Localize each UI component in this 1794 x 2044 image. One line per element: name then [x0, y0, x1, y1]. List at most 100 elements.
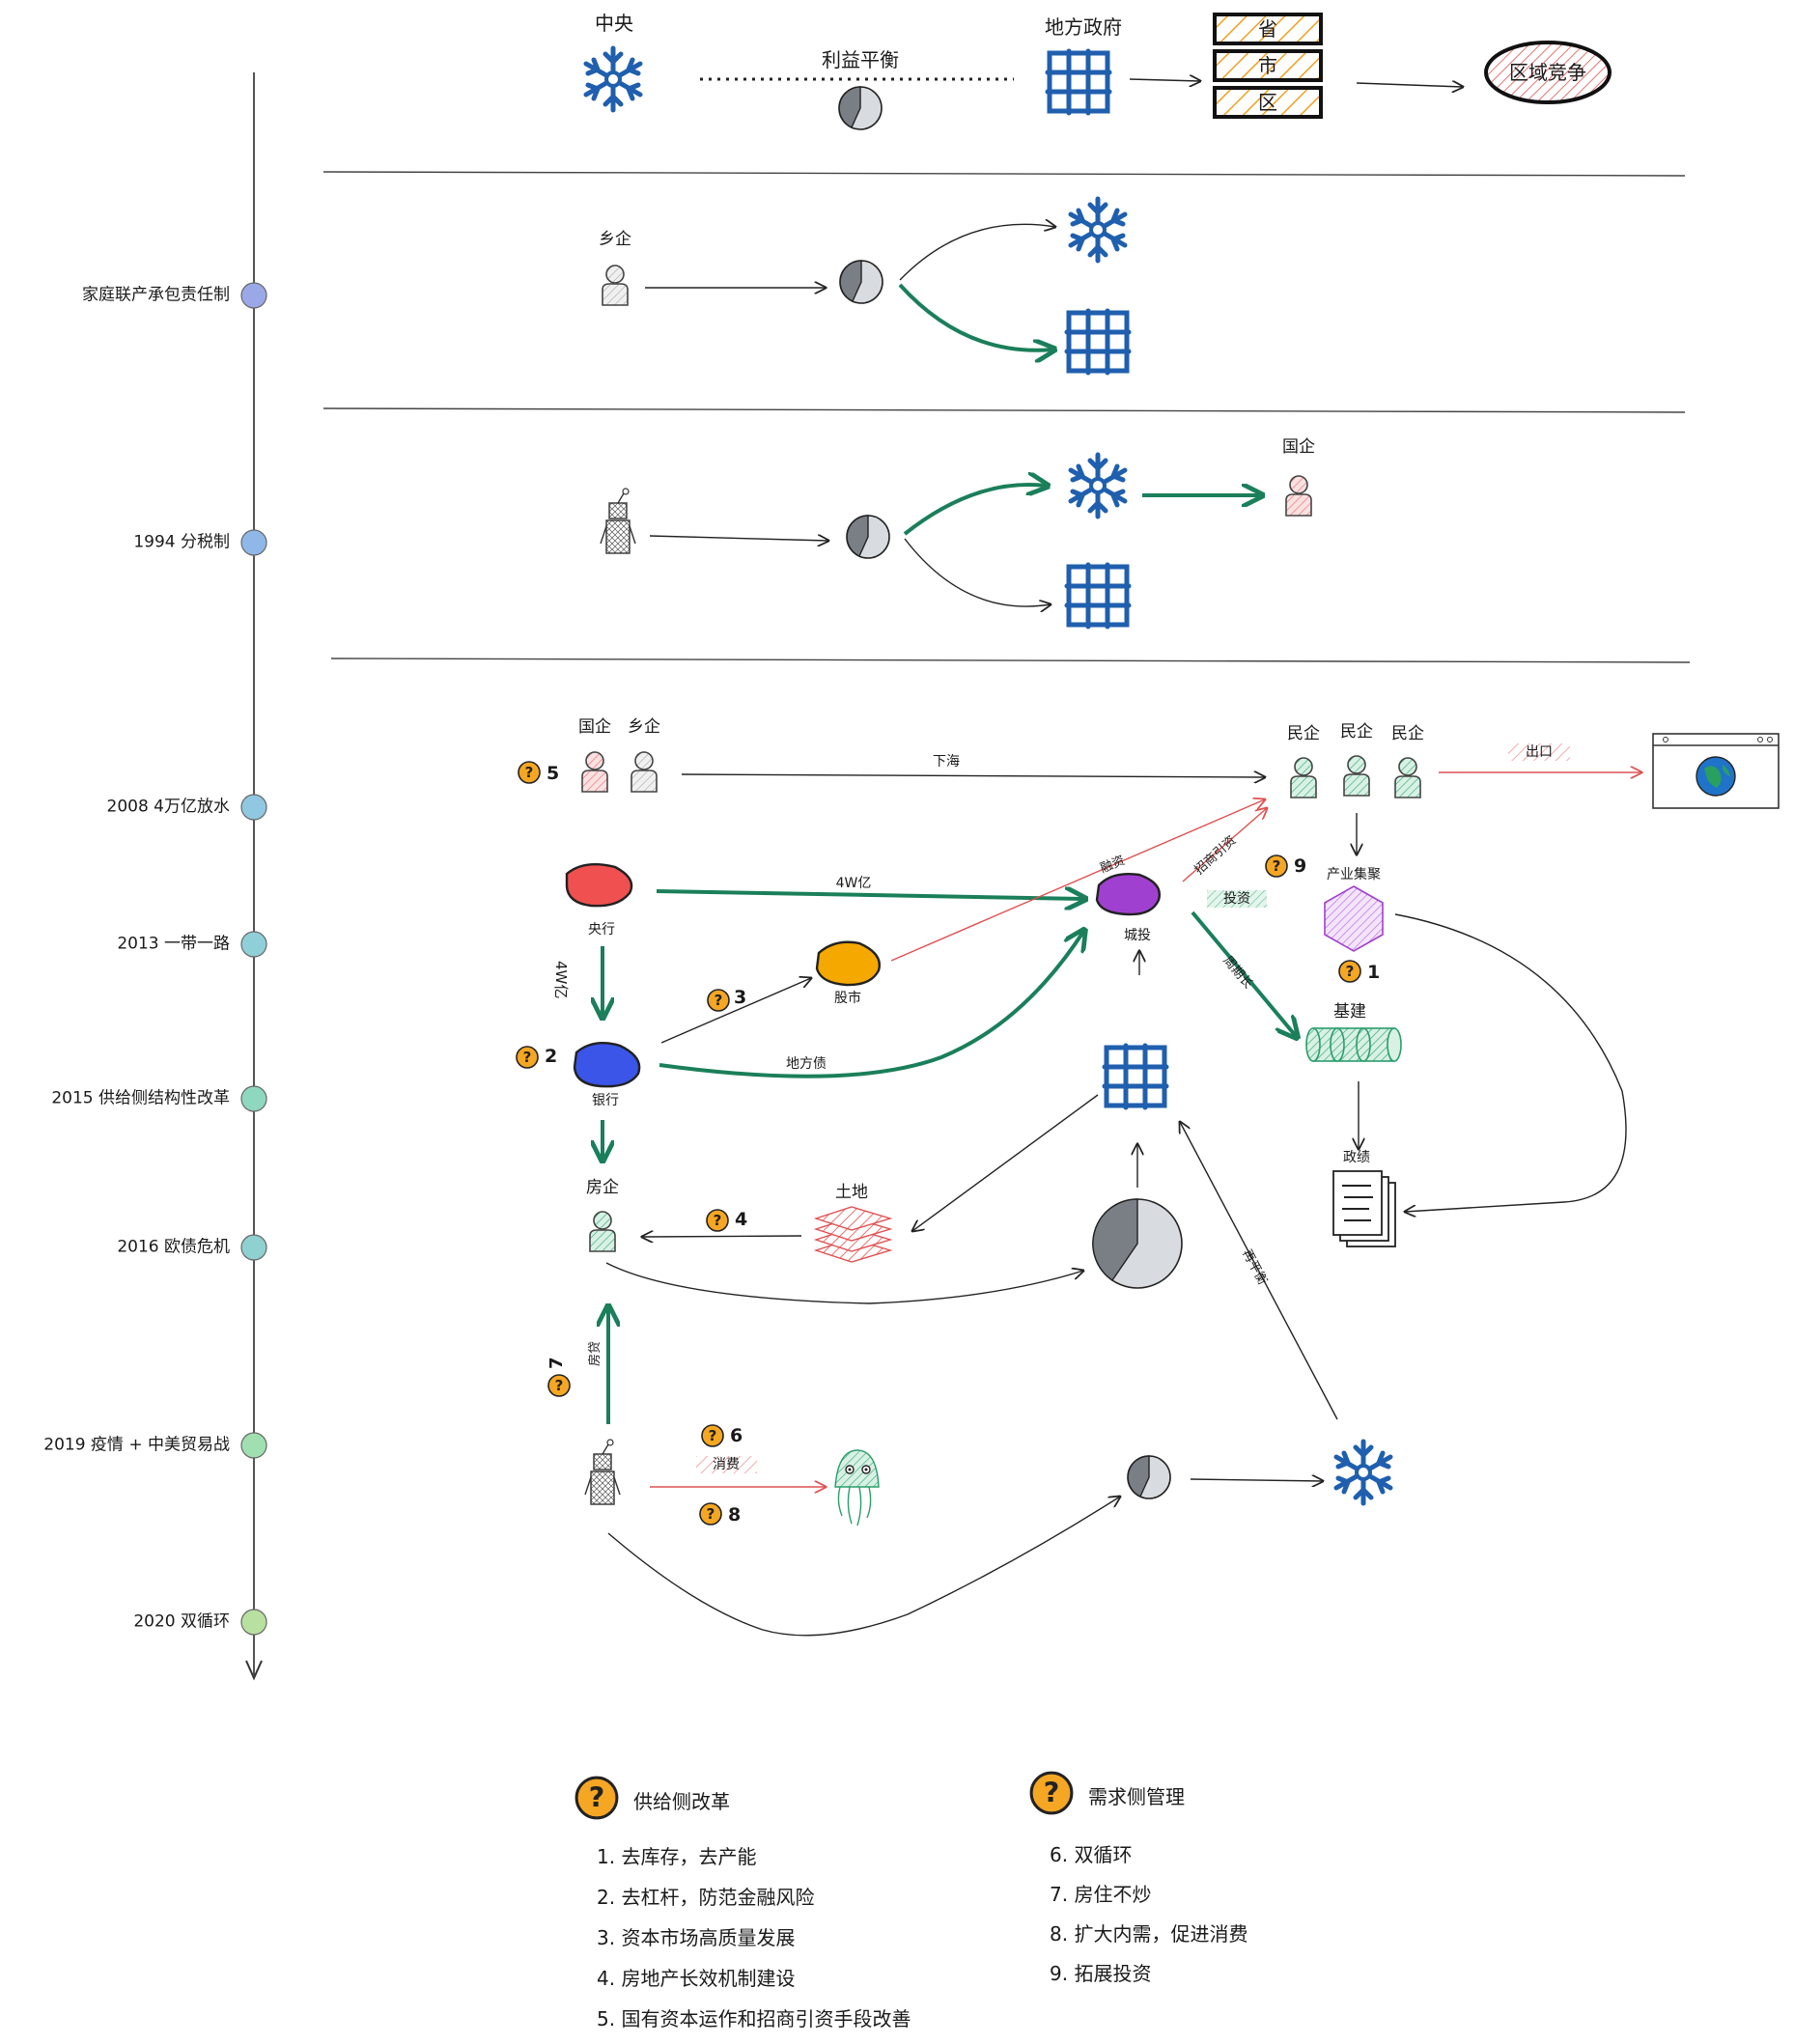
- timeline-label: 家庭联产承包责任制: [82, 285, 230, 305]
- legend-item: 5. 国有资本运作和招商引资手段改善: [597, 2007, 911, 2030]
- legend-item: 2. 去杠杆，防范金融风险: [597, 1886, 815, 1909]
- central-gov-icon: [586, 48, 640, 110]
- industry-cluster-label: 产业集聚: [1327, 867, 1381, 882]
- government-levels: [1213, 13, 1323, 119]
- main-section: [516, 733, 1780, 1637]
- bank-blob: [573, 1042, 641, 1088]
- question-badge-8: [699, 1502, 722, 1526]
- level-province-label: 省: [1258, 17, 1277, 41]
- timeline-node: [240, 1609, 267, 1636]
- regional-competition-label: 区域竞争: [1509, 61, 1586, 84]
- pie-icon: [1127, 1455, 1171, 1499]
- section-household-responsibility: [602, 199, 1129, 373]
- central-gov-label: 中央: [595, 12, 633, 35]
- private-enterprise-label: 民企: [1340, 722, 1373, 742]
- globe-window-icon: [1652, 733, 1780, 809]
- infrastructure-icon: [1305, 1027, 1402, 1062]
- question-number-5: 5: [547, 763, 560, 784]
- central-gov-icon: [1071, 199, 1125, 261]
- question-badge-9: [1265, 854, 1288, 878]
- question-number-7: 7: [547, 1357, 567, 1369]
- question-number-3: 3: [734, 987, 747, 1008]
- housing-loan-label: 房贷: [588, 1340, 603, 1366]
- bank-label: 银行: [592, 1093, 619, 1108]
- timeline-node: [240, 794, 267, 821]
- timeline-label: 2019 疫情 + 中美贸易战: [43, 1435, 230, 1455]
- township-enterprise-label: 乡企: [628, 717, 660, 737]
- local-gov-grid-icon: [1067, 565, 1129, 627]
- pie-icon: [838, 86, 883, 130]
- question-badge-1: [1338, 960, 1361, 983]
- pie-icon: [839, 260, 883, 304]
- interest-balance-label: 利益平衡: [822, 48, 899, 71]
- legend-item: 1. 去库存，去产能: [597, 1845, 757, 1868]
- big-pie-icon: [1092, 1198, 1183, 1289]
- land-stack-icon: [813, 1206, 893, 1263]
- achievement-label: 政绩: [1343, 1150, 1370, 1165]
- section-separators: [322, 171, 1691, 663]
- lgfv-blob: [1095, 872, 1161, 916]
- four-trillion-label: 4W亿: [835, 876, 872, 891]
- regional-competition-oval: [1484, 41, 1612, 104]
- legend-item: 7. 房住不炒: [1050, 1883, 1152, 1906]
- question-number-1: 1: [1367, 962, 1381, 983]
- timeline-node: [240, 931, 267, 958]
- question-badge-3: [707, 989, 730, 1012]
- developer-label: 房企: [586, 1178, 619, 1197]
- timeline-label: 2016 欧债危机: [117, 1237, 230, 1257]
- legend-item: 8. 扩大内需，促进消费: [1050, 1922, 1248, 1946]
- township-enterprise-label: 乡企: [599, 230, 631, 249]
- legend-item: 3. 资本市场高质量发展: [597, 1926, 796, 1949]
- level-district-label: 区: [1258, 91, 1277, 114]
- timeline-label: 2020 双循环: [133, 1611, 230, 1632]
- question-badge-4: [706, 1209, 729, 1232]
- timeline-node: [240, 1085, 267, 1112]
- private-enterprise-label: 民企: [1391, 724, 1424, 743]
- robot-icon: [584, 1439, 621, 1505]
- question-badge-6: [701, 1424, 724, 1447]
- legend-item: 4. 房地产长效机制建设: [597, 1967, 796, 1990]
- township-enterprise-icon: [602, 265, 629, 306]
- pie-icon: [846, 515, 890, 559]
- local-gov-label: 地方政府: [1045, 15, 1122, 39]
- top-section: [586, 13, 1612, 130]
- section-tax-sharing: [600, 455, 1312, 627]
- stock-market-blob: [815, 940, 881, 987]
- central-gov-icon: [1336, 1442, 1390, 1503]
- timeline-label: 2008 4万亿放水: [106, 797, 230, 817]
- local-gov-grid-icon: [1067, 311, 1129, 373]
- robot-icon: [600, 488, 636, 554]
- soe-label: 国企: [578, 717, 611, 737]
- question-number-6: 6: [730, 1425, 743, 1446]
- infrastructure-label: 基建: [1333, 1002, 1366, 1022]
- consumer-jellyfish-icon: [834, 1449, 880, 1526]
- four-trillion-vertical-label: 4W亿: [552, 961, 570, 999]
- xiahai-label: 下海: [933, 754, 960, 770]
- invest-label: 投资: [1223, 891, 1250, 907]
- question-badge-2: [516, 1046, 539, 1069]
- legend-item: 9. 拓展投资: [1050, 1962, 1152, 1985]
- central-gov-icon: [1071, 455, 1125, 517]
- question-number-8: 8: [728, 1504, 742, 1526]
- demand-side-legend-title: 需求侧管理: [1088, 1785, 1185, 1808]
- private-enterprise-label: 民企: [1287, 724, 1320, 743]
- stock-market-label: 股市: [834, 991, 861, 1006]
- question-badge-7: [547, 1374, 571, 1397]
- level-city-label: 市: [1258, 54, 1277, 77]
- township-enterprise-icon: [631, 751, 658, 793]
- central-bank-blob: [565, 863, 633, 908]
- local-bond-label: 地方债: [786, 1056, 827, 1072]
- achievement-papers-icon: [1332, 1170, 1396, 1247]
- industry-cluster-hexagon: [1324, 885, 1384, 952]
- timeline-label: 2013 一带一路: [117, 934, 230, 954]
- central-bank-label: 央行: [588, 922, 615, 938]
- local-gov-grid-icon: [1105, 1046, 1166, 1107]
- private-enterprise-icon: [1343, 755, 1370, 797]
- timeline-node: [240, 282, 267, 309]
- timeline-node: [240, 529, 267, 556]
- private-enterprise-icon: [1394, 757, 1421, 798]
- legend-item: 6. 双循环: [1050, 1843, 1133, 1866]
- question-badge-5: [518, 761, 541, 784]
- timeline-node: [240, 1432, 267, 1459]
